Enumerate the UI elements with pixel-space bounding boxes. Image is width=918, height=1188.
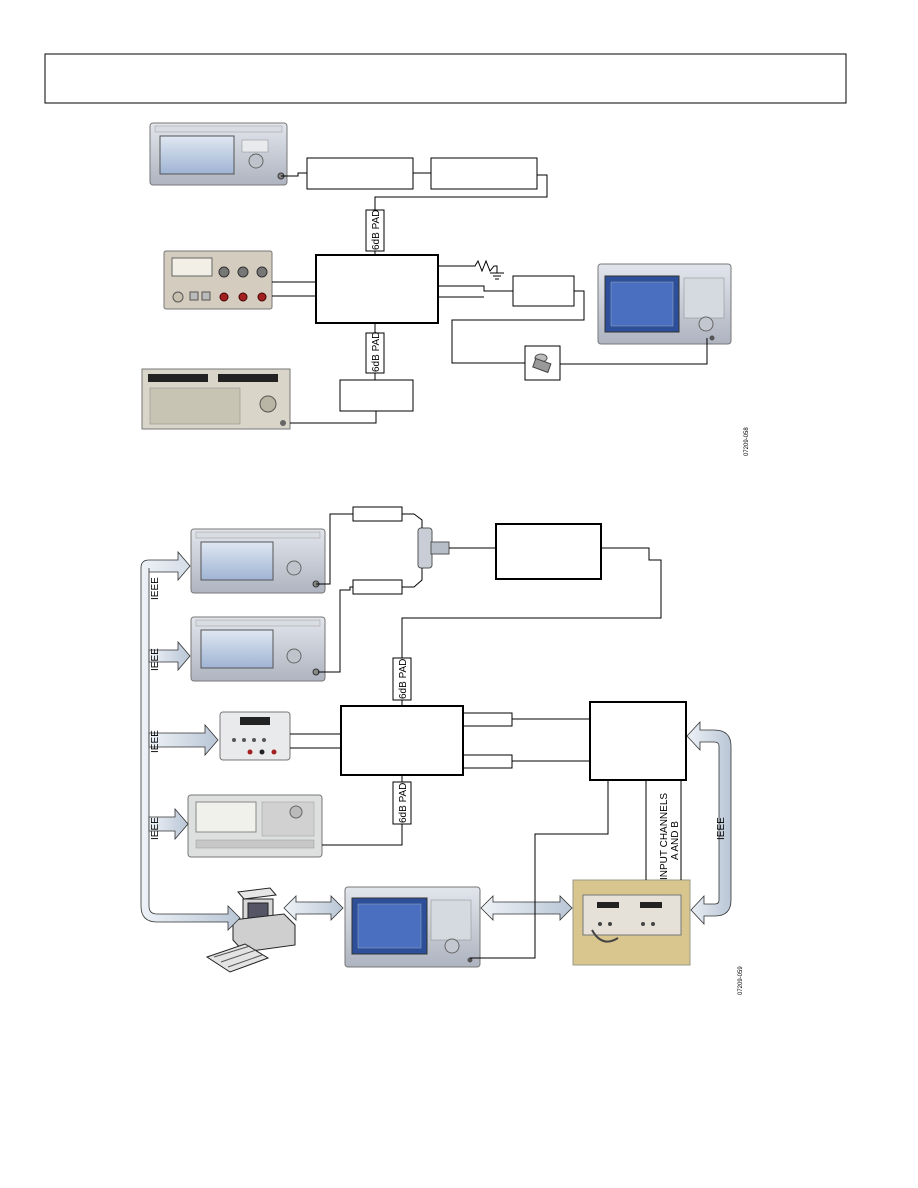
bandpass-box xyxy=(495,523,602,580)
pad-top-upper xyxy=(365,209,385,252)
pad-label-top-lower: 6dB PAD xyxy=(371,332,382,372)
header-frame xyxy=(44,53,847,104)
bottom-diagram: 6dB PAD 6dB PAD IEEE IEEE IEEE IEEE IEEE… xyxy=(140,506,744,995)
ieee-label-2: IEEE xyxy=(150,648,161,671)
power-sensor-top xyxy=(524,345,561,381)
power-meter xyxy=(572,879,691,966)
termination-resistor xyxy=(438,259,504,280)
spectrum-analyzer-bottom xyxy=(344,886,481,968)
filter-box-1 xyxy=(306,157,414,190)
ieee-bus-right xyxy=(686,720,732,926)
signal-generator-2 xyxy=(190,616,326,682)
ieee-label-right: IEEE xyxy=(716,817,727,840)
pad-bottom-lower xyxy=(392,781,412,825)
filter-box-2 xyxy=(430,157,538,190)
ieee-label-4: IEEE xyxy=(150,817,161,840)
figure-id-bottom: 07209-059 xyxy=(738,966,744,995)
pad-top-lower xyxy=(365,332,385,374)
bottom-wiring xyxy=(290,513,682,959)
balun-box-top xyxy=(512,275,575,307)
combiner xyxy=(417,527,450,569)
signal-generator-1 xyxy=(190,528,326,594)
filter-upper xyxy=(352,506,403,522)
filter-lower xyxy=(352,579,403,595)
data-capture-box xyxy=(589,701,687,781)
clock-generator-bottom xyxy=(187,794,323,858)
top-wiring xyxy=(272,172,708,424)
pc-to-analyzer-arrow xyxy=(283,895,344,921)
clock-generator-top xyxy=(141,368,291,430)
filter-box-clock xyxy=(339,379,414,412)
signal-generator-top xyxy=(149,122,288,186)
pad-label-bottom-upper: 6dB PAD xyxy=(398,659,409,699)
analyzer-to-meter-arrow xyxy=(480,895,573,921)
ieee-bus xyxy=(140,550,241,931)
pad-label-bottom-lower: 6dB PAD xyxy=(398,783,409,823)
figure-id-top: 07209-058 xyxy=(744,427,750,456)
ieee-label-1: IEEE xyxy=(150,577,161,600)
ieee-label-3: IEEE xyxy=(150,730,161,753)
power-supply-top xyxy=(163,250,273,310)
top-diagram: 6dB PAD 6dB PAD 07209-058 xyxy=(141,122,750,456)
spectrum-analyzer-top xyxy=(597,263,732,345)
pad-label-top-upper: 6dB PAD xyxy=(371,210,382,250)
power-supply-bottom xyxy=(219,711,291,761)
input-channels-label-line1: INPUT CHANNELS xyxy=(659,793,670,880)
dut-box-bottom xyxy=(340,705,464,776)
computer xyxy=(205,887,296,973)
dut-box-top xyxy=(315,254,439,324)
input-channels-label-line2: A AND B xyxy=(670,821,681,860)
pad-bottom-upper xyxy=(392,657,412,701)
